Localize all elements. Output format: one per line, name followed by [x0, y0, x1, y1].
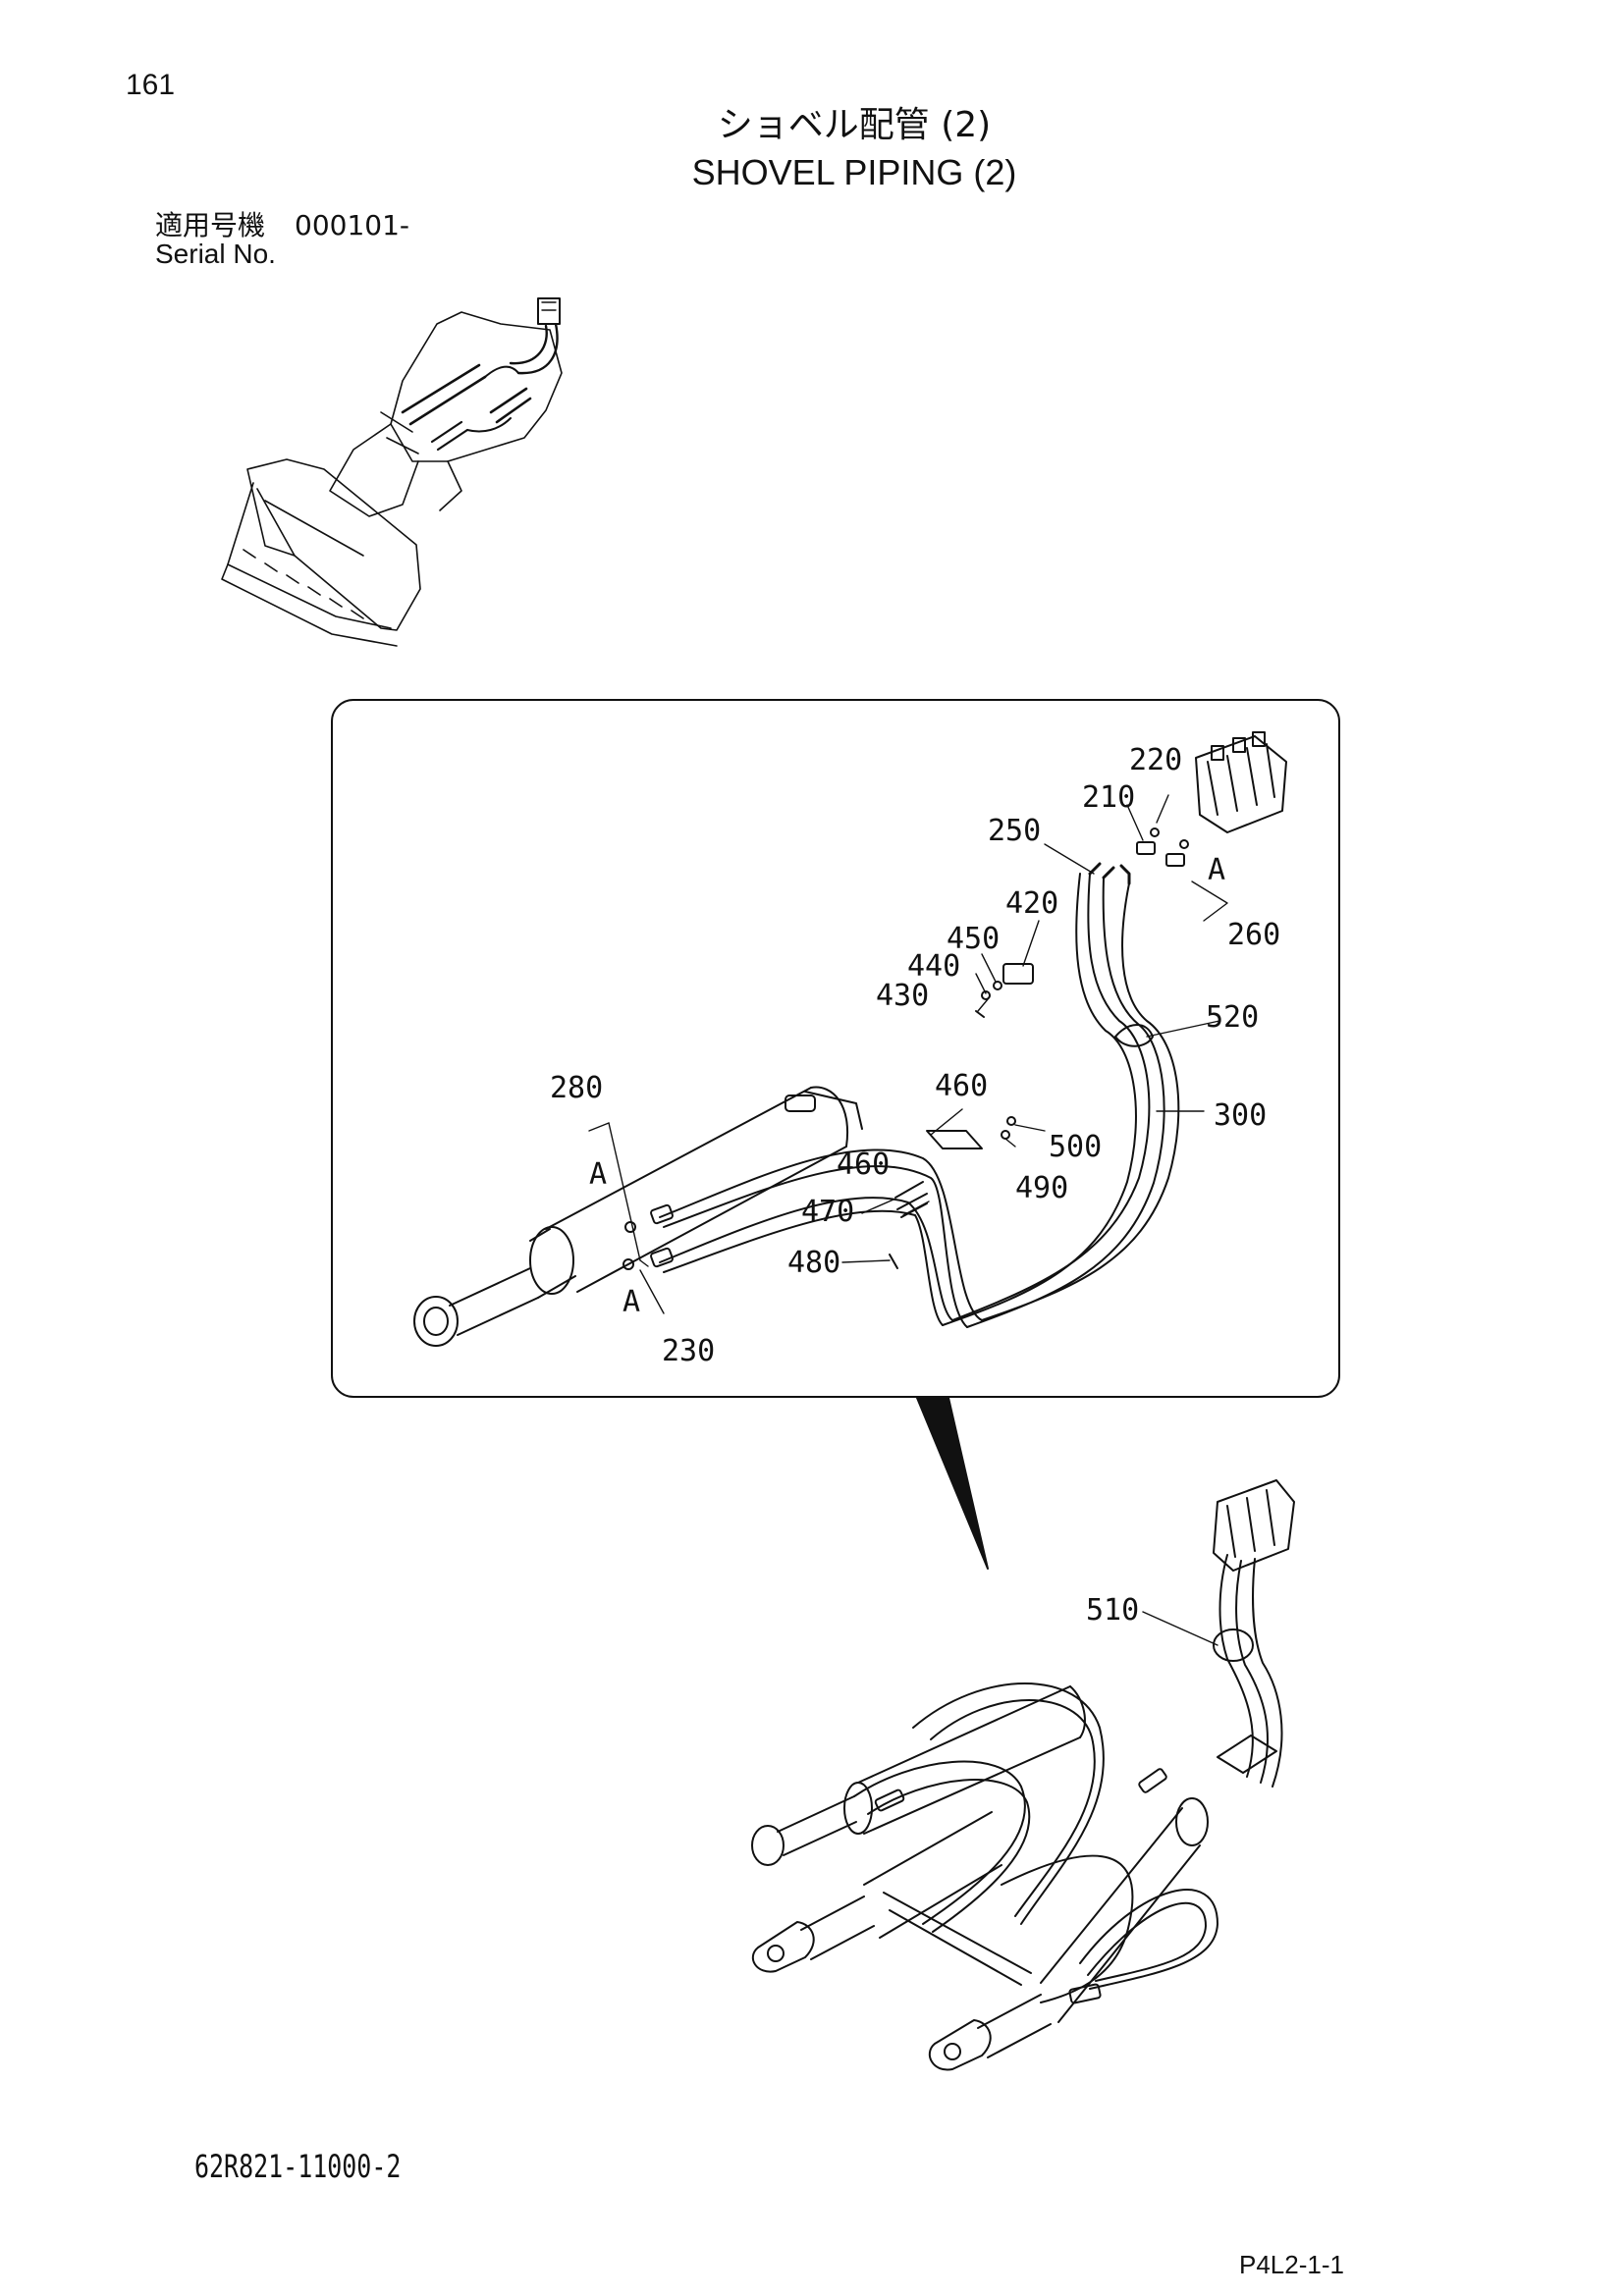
callout-520: 520 — [1206, 1000, 1259, 1035]
callout-300: 300 — [1214, 1098, 1267, 1133]
drawing-number: 62R821-11000-2 — [194, 2148, 402, 2185]
callout-420: 420 — [1005, 886, 1058, 921]
callout-440: 440 — [907, 949, 960, 984]
callout-490: 490 — [1015, 1171, 1068, 1205]
serial-value: 000101- — [295, 209, 410, 241]
callout-260: 260 — [1227, 918, 1280, 952]
callout-470: 470 — [801, 1195, 854, 1229]
callout-450: 450 — [947, 922, 1000, 956]
assembly-illustration — [751, 1479, 1295, 2071]
page-number: 161 — [126, 69, 176, 101]
callout-A-left: A — [589, 1157, 607, 1192]
serial-label-english: Serial No. — [155, 239, 276, 269]
callout-A-bottom: A — [623, 1285, 640, 1319]
detail-hoses — [623, 862, 1180, 1328]
callout-480: 480 — [787, 1246, 840, 1280]
serial-label-japanese: 適用号機 — [155, 209, 266, 241]
callout-280: 280 — [550, 1071, 603, 1105]
callout-430: 430 — [876, 979, 929, 1013]
callout-leader-lines — [588, 794, 1228, 1314]
detail-clamp-parts — [889, 963, 1154, 1269]
callout-A-top: A — [1208, 853, 1225, 887]
callout-510: 510 — [1086, 1593, 1139, 1628]
callout-250: 250 — [988, 814, 1041, 848]
detail-view-frame — [331, 699, 1340, 1398]
detail-control-valve — [1136, 731, 1287, 867]
serial-number-line: 適用号機 000101- — [155, 204, 409, 243]
page-title-japanese: ショベル配管 (2) — [717, 105, 992, 145]
callout-500: 500 — [1049, 1130, 1102, 1164]
page-title-english: SHOVEL PIPING (2) — [691, 152, 1017, 192]
page-code: P4L2-1-1 — [1239, 2250, 1344, 2279]
callout-210: 210 — [1082, 780, 1135, 815]
callout-460-lower: 460 — [837, 1148, 890, 1182]
loader-overview-illustration — [221, 297, 563, 647]
callout-220: 220 — [1129, 743, 1182, 777]
detail-boom-cylinder — [413, 1086, 863, 1347]
view-pointer-arrow — [916, 1397, 989, 1570]
callout-460-upper: 460 — [935, 1069, 988, 1103]
callout-230: 230 — [662, 1334, 715, 1368]
